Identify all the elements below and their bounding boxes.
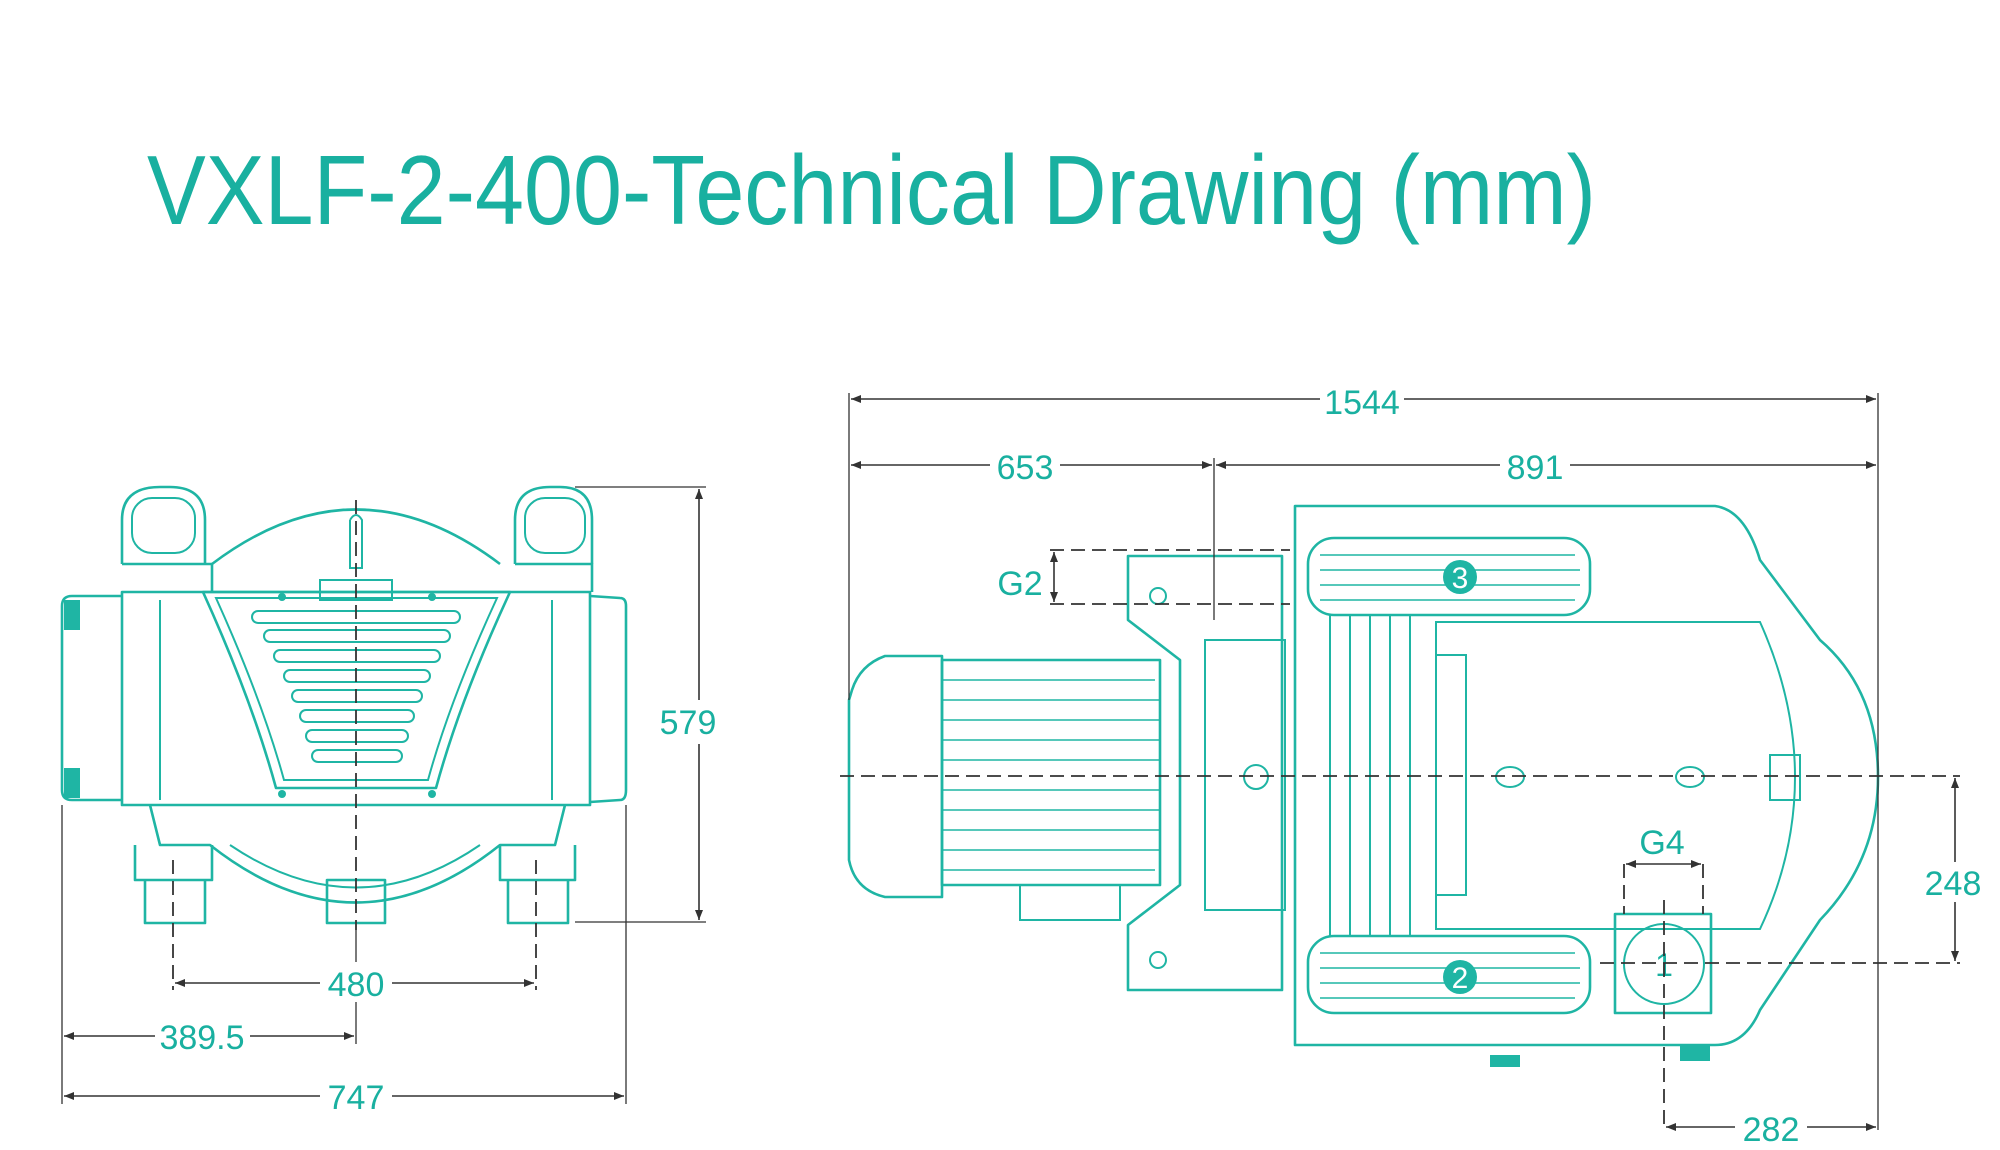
shaft-center (1243, 764, 1269, 790)
right-handle (513, 485, 594, 564)
inner-ring (1435, 654, 1467, 896)
right-handle-grip (524, 497, 586, 554)
terminal-box (1019, 884, 1121, 921)
panel-bolt (278, 790, 286, 798)
motor-end-cap (847, 654, 944, 899)
panel-label-plate (319, 579, 393, 601)
front-view-pump-outline (60, 485, 628, 925)
label-bg (990, 446, 1060, 486)
panel-bolt (428, 593, 436, 601)
port1-height-label: 248 (1925, 865, 1982, 903)
left-flange-clip-bottom (64, 768, 80, 798)
center-foot (325, 878, 387, 925)
bolt-mark (1495, 766, 1526, 788)
pump-length-label: 891 (1507, 449, 1564, 487)
front-panel-inner (214, 597, 499, 781)
width-dimension-label: 747 (328, 1079, 385, 1117)
label-bg (1915, 862, 1995, 902)
page-title: VXLF-2-400-Technical Drawing (mm) (147, 135, 1596, 245)
label-bg (155, 1015, 250, 1055)
pump-inner-chamber (1435, 621, 1797, 930)
port1-offset-label: 282 (1743, 1111, 1800, 1149)
center-offset-label: 389.5 (159, 1019, 244, 1057)
cylinder-3 (1306, 536, 1592, 617)
label-bg (1735, 1108, 1807, 1148)
drain-plug (1490, 1055, 1520, 1067)
motor-body (940, 658, 1162, 887)
motor-fins (942, 679, 1160, 871)
front-view-dimensions: 579 480 389.5 747 (61, 486, 745, 1117)
top-marker (349, 514, 363, 569)
g2-label: G2 (997, 565, 1042, 603)
right-flange (589, 594, 628, 804)
panel-bolt (428, 790, 436, 798)
side-view-dimensions: 1544 653 891 G2 G4 248 282 (840, 380, 1995, 1149)
port-3-badge (1443, 560, 1477, 594)
port-3-label: 3 (1452, 562, 1469, 595)
cylinder-2 (1306, 934, 1592, 1015)
right-foot (498, 845, 577, 925)
label-bg (655, 700, 745, 744)
left-handle (120, 485, 207, 564)
label-bg (1500, 446, 1570, 486)
front-panel (201, 590, 512, 790)
left-handle-grip (131, 497, 196, 554)
label-bg (1320, 380, 1404, 420)
mount-hole (1149, 951, 1167, 969)
label-bg (320, 962, 392, 1002)
drain-plug (1680, 1045, 1710, 1061)
bolt-mark (1675, 766, 1706, 788)
flange-housing (1126, 554, 1284, 992)
height-dimension-label: 579 (660, 704, 717, 742)
port-2-badge (1443, 960, 1477, 994)
panel-bolt (278, 593, 286, 601)
coupling-housing (1204, 639, 1286, 911)
label-bg (320, 1075, 392, 1115)
vent-slots (251, 610, 461, 763)
foot-spacing-label: 480 (328, 966, 385, 1004)
left-flange (60, 594, 122, 802)
left-foot (133, 845, 214, 925)
mount-hole (1149, 587, 1167, 605)
port-2-label: 2 (1452, 962, 1469, 995)
overall-length-label: 1544 (1324, 384, 1400, 422)
motor-length-label: 653 (997, 449, 1054, 487)
cylinder-ribs (1320, 554, 1580, 999)
g4-label: G4 (1639, 824, 1684, 862)
nameplate (1769, 754, 1801, 801)
left-flange-clip-top (64, 600, 80, 630)
